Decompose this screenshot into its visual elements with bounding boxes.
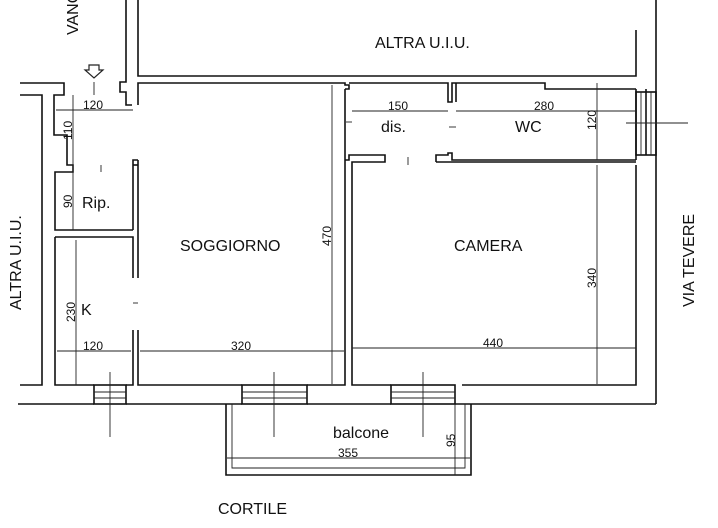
dim-entrance-depth: 110 [61,121,75,140]
windows [93,122,688,437]
dim-wc-depth: 120 [585,110,599,130]
neighbor-label-left: ALTRA U.I.U. [8,215,25,310]
room-label-wc: WC [515,119,542,136]
room-label-soggiorno: SOGGIORNO [180,238,280,255]
dim-camera-depth: 340 [585,268,599,288]
dim-wc-width: 280 [534,99,554,113]
dim-dis-width: 150 [388,99,408,113]
dim-entrance-width: 120 [83,98,103,112]
dim-soggiorno-width: 320 [231,339,251,353]
dim-soggiorno-depth: 470 [320,226,334,246]
neighbor-label-top-left: VANO [65,0,82,35]
room-label-dis: dis. [381,119,406,136]
dim-camera-width: 440 [483,336,503,350]
balcony [225,404,472,476]
courtyard-label: CORTILE [218,501,287,518]
room-label-balcone: balcone [333,425,389,442]
walls [18,0,657,405]
room-label-rip: Rip. [82,195,110,212]
neighbor-label-top: ALTRA U.I.U. [375,35,470,52]
dim-rip-depth: 90 [61,194,75,208]
dim-k-width: 120 [83,339,103,353]
dim-balcone-width: 355 [338,446,358,460]
dim-balcone-depth: 95 [444,433,458,447]
entrance-arrow-icon [83,64,105,95]
dim-k-depth: 230 [64,302,78,322]
dimension-lines [56,83,636,385]
room-label-k: K [81,302,92,319]
room-label-camera: CAMERA [454,238,523,255]
street-label-right: VIA TEVERE [681,214,698,307]
